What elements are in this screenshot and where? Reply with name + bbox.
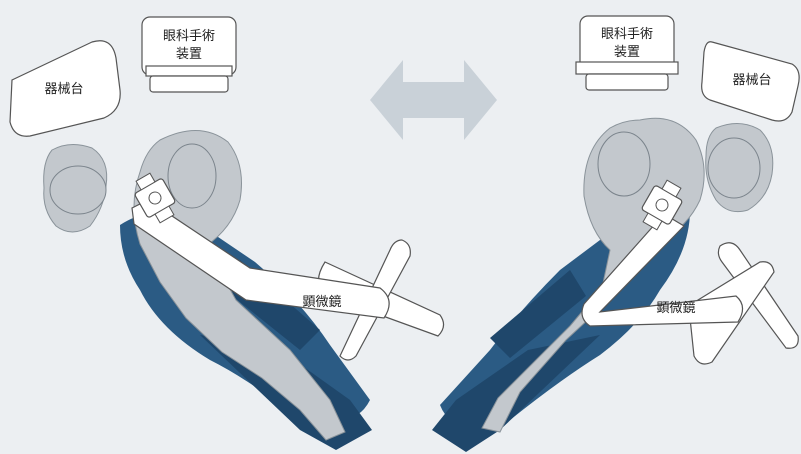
left-instrument-table-label: 器械台: [44, 82, 83, 97]
left-setup: 器械台 眼科手術 装置: [9, 16, 445, 450]
left-instrument-table: 器械台: [9, 40, 121, 137]
right-assistant-figure: [705, 123, 774, 213]
right-instrument-table-label: 器械台: [732, 73, 771, 88]
right-eye-device-label-line2: 装置: [614, 45, 640, 60]
left-assistant-figure: [43, 144, 108, 233]
right-microscope: 顕微鏡: [581, 179, 799, 365]
left-patient: [133, 130, 346, 441]
right-microscope-label: 顕微鏡: [656, 301, 695, 316]
right-eye-surgery-device: 眼科手術 装置: [575, 15, 679, 91]
left-eye-device-label-line1: 眼科手術: [163, 29, 215, 44]
left-eye-device-label-line2: 装置: [176, 47, 202, 62]
double-arrow-icon: [370, 60, 497, 140]
left-microscope-label: 顕微鏡: [302, 295, 341, 310]
left-microscope: 顕微鏡: [131, 172, 445, 361]
left-eye-surgery-device: 眼科手術 装置: [141, 16, 237, 93]
right-setup: 眼科手術 装置 器械台: [432, 15, 800, 452]
right-instrument-table: 器械台: [701, 41, 800, 122]
right-eye-device-label-line1: 眼科手術: [601, 27, 653, 42]
